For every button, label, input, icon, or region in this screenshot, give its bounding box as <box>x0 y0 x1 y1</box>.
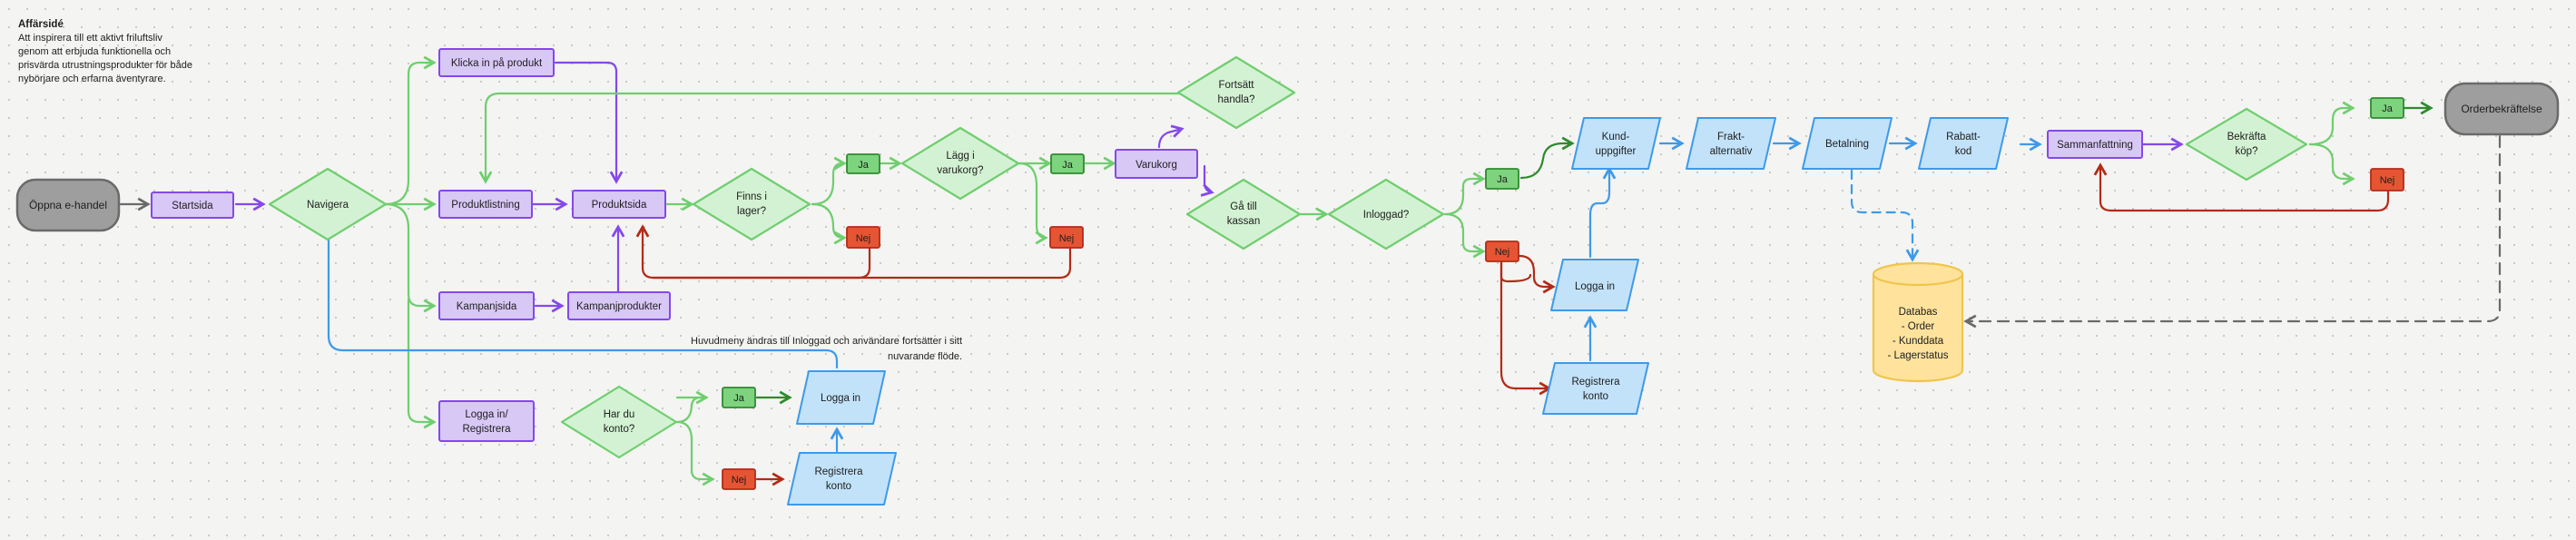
node-label-line-2: lager? <box>737 206 766 217</box>
node-label-line-1: Registrera <box>814 466 863 477</box>
node-has-account: Har du konto? <box>560 385 678 459</box>
db-line-4: - Lagerstatus <box>1887 350 1948 361</box>
node-label-line-2: konto? <box>604 424 635 435</box>
node-label-line-1: Gå till <box>1230 201 1256 212</box>
node-label-line-1: Frakt- <box>1717 132 1745 142</box>
badge-label: Ja <box>1062 160 1074 171</box>
node-login-mid: Logga in <box>1550 259 1639 311</box>
node-label-line-2: kassan <box>1227 216 1260 227</box>
badge-no-stock: Nej <box>846 226 880 249</box>
connectors <box>119 55 2502 486</box>
badge-label: Nej <box>732 475 747 486</box>
node-login-left: Logga in <box>796 370 886 425</box>
node-label-line-2: konto <box>826 481 851 492</box>
node-open-shop: Öppna e-handel <box>15 178 121 232</box>
node-confirm-purchase: Bekräfta köp? <box>2185 107 2308 182</box>
node-label: Inloggad? <box>1363 210 1410 221</box>
badge-label: Ja <box>858 160 870 171</box>
node-campaign-page: Kampanjsida <box>438 291 535 320</box>
node-label-line-1: Lägg i <box>946 151 974 162</box>
node-label: Orderbekräftelse <box>2461 103 2542 115</box>
db-line-2: - Order <box>1902 321 1935 332</box>
node-label: Kampanjsida <box>457 301 517 312</box>
node-label-line-2: varukorg? <box>937 165 983 176</box>
badge-label: Nej <box>2380 175 2395 186</box>
badge-yes-stock: Ja <box>846 153 880 174</box>
badge-yes-logged-in: Ja <box>1485 168 1519 190</box>
node-in-stock: Finns i lager? <box>692 167 811 241</box>
node-label-line-1: Finns i <box>736 191 767 202</box>
node-label: Betalning <box>1825 139 1869 150</box>
node-label-line-1: Kund- <box>1602 132 1630 142</box>
node-label: Produktsida <box>592 200 647 211</box>
node-logged-in: Inloggad? <box>1327 178 1445 250</box>
node-label-line-2: Registrera <box>462 424 511 435</box>
node-label-line-2: kod <box>1955 146 1972 157</box>
node-label: Varukorg <box>1136 160 1177 171</box>
db-line-3: - Kunddata <box>1893 336 1944 347</box>
badge-label: Ja <box>1497 174 1509 185</box>
node-click-product: Klicka in på produkt <box>438 48 555 77</box>
node-product-list: Produktlistning <box>438 190 533 219</box>
node-cart: Varukorg <box>1115 149 1198 179</box>
node-label: Logga in <box>1575 281 1615 292</box>
badge-label: Nej <box>1495 247 1510 258</box>
badge-yes-confirm: Ja <box>2370 97 2404 119</box>
node-label: Produktlistning <box>451 200 519 211</box>
badge-no-confirm: Nej <box>2370 168 2404 191</box>
node-continue-shopping: Fortsätt handla? <box>1176 55 1296 130</box>
badge-yes-account: Ja <box>722 387 756 408</box>
badge-label: Ja <box>733 393 745 404</box>
node-campaign-products: Kampanjprodukter <box>567 291 671 320</box>
node-shipping: Frakt- alternativ <box>1686 117 1776 170</box>
node-label-line-2: alternativ <box>1710 146 1753 157</box>
node-register-mid: Registrera konto <box>1542 362 1649 415</box>
node-navigate: Navigera <box>268 167 388 241</box>
node-discount-code: Rabatt- kod <box>1918 117 2009 170</box>
node-database: Databas - Order - Kunddata - Lagerstatus <box>1872 261 1964 383</box>
db-line-1: Databas <box>1899 307 1938 318</box>
badge-no-logged-in: Nej <box>1485 241 1519 262</box>
business-idea-note: Affärsidé Att inspirera till ett aktivt … <box>18 18 195 86</box>
node-label: Sammanfattning <box>2057 140 2133 151</box>
node-label-line-1: Bekräfta <box>2227 132 2266 142</box>
node-label-line-1: Logga in/ <box>465 409 508 420</box>
node-go-to-checkout: Gå till kassan <box>1185 178 1302 250</box>
node-product-page: Produktsida <box>572 190 666 219</box>
node-customer-data: Kund- uppgifter <box>1571 117 1661 170</box>
node-label: Logga in <box>821 393 860 404</box>
node-order-confirmation: Orderbekräftelse <box>2443 82 2560 136</box>
node-payment: Betalning <box>1802 117 1893 170</box>
badge-label: Nej <box>856 233 871 244</box>
note-body: Att inspirera till ett aktivt friluftsli… <box>18 33 192 84</box>
node-label-line-2: köp? <box>2236 146 2258 157</box>
node-label: Kampanjprodukter <box>576 301 662 312</box>
node-label: Klicka in på produkt <box>451 58 543 69</box>
node-label-line-1: Rabatt- <box>1946 132 1981 142</box>
node-label: Öppna e-handel <box>29 199 107 211</box>
node-label: Startsida <box>172 201 213 211</box>
node-add-to-cart: Lägg i varukorg? <box>900 126 1020 201</box>
node-login-register: Logga in/ Registrera <box>438 400 535 442</box>
node-label-line-1: Fortsätt <box>1219 80 1255 91</box>
node-label-line-2: konto <box>1583 391 1608 402</box>
badge-yes-cart: Ja <box>1050 153 1085 174</box>
node-label: Navigera <box>307 200 349 211</box>
node-register-left: Registrera konto <box>787 452 897 506</box>
node-label-line-2: uppgifter <box>1596 146 1637 157</box>
note-title: Affärsidé <box>18 19 64 30</box>
badge-label: Ja <box>2382 103 2394 114</box>
badge-label: Nej <box>1059 233 1075 244</box>
node-start-page: Startsida <box>151 191 234 219</box>
node-label-line-1: Registrera <box>1571 377 1620 388</box>
node-label-line-2: handla? <box>1218 94 1255 105</box>
node-summary: Sammanfattning <box>2047 130 2143 159</box>
node-label-line-1: Har du <box>604 409 635 420</box>
badge-no-cart: Nej <box>1049 226 1084 249</box>
login-caption: Huvudmeny ändras till Inloggad och använ… <box>691 336 962 362</box>
badge-no-account: Nej <box>722 468 756 490</box>
